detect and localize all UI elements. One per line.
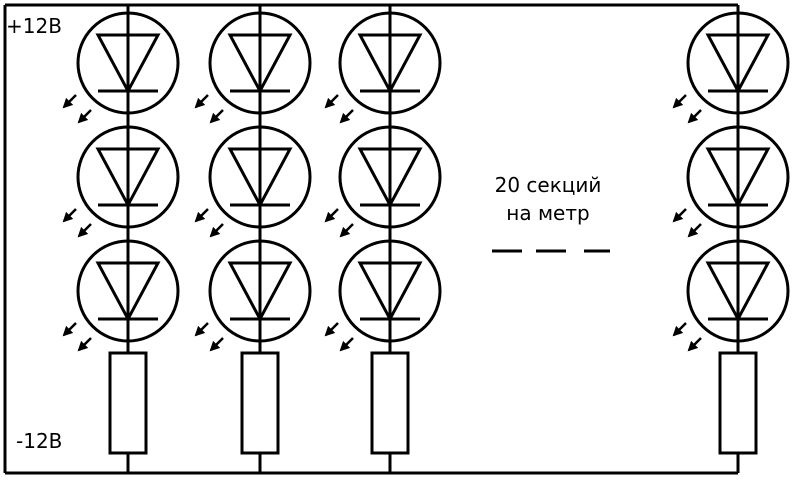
emission-arrow xyxy=(339,223,354,238)
led-diode-icon xyxy=(208,125,312,229)
led-diode-icon xyxy=(76,11,180,115)
emission-arrow xyxy=(209,337,224,352)
led-diode-icon xyxy=(686,239,790,343)
light-emission-arrows-icon xyxy=(62,208,92,238)
light-emission-arrows-icon xyxy=(672,94,702,124)
diode-triangle xyxy=(95,261,161,323)
emission-arrow xyxy=(324,94,339,109)
emission-arrow xyxy=(77,337,92,352)
emission-arrow xyxy=(339,337,354,352)
emission-arrow xyxy=(194,322,209,337)
led-diode-icon xyxy=(686,125,790,229)
diode-triangle xyxy=(95,33,161,95)
led-diode-icon xyxy=(76,125,180,229)
light-emission-arrows-icon xyxy=(672,322,702,352)
led-section-3 xyxy=(324,5,442,473)
led-diode-icon xyxy=(338,11,442,115)
led-section-1 xyxy=(62,5,180,473)
led-diode-icon xyxy=(208,11,312,115)
diode-triangle xyxy=(227,147,293,209)
resistor-icon xyxy=(370,351,410,455)
light-emission-arrows-icon xyxy=(672,208,702,238)
light-emission-arrows-icon xyxy=(194,208,224,238)
diode-triangle xyxy=(227,33,293,95)
led-section-4 xyxy=(672,5,790,473)
emission-arrow xyxy=(339,109,354,124)
led-section-2 xyxy=(194,5,312,473)
light-emission-arrows-icon xyxy=(324,322,354,352)
led-diode-icon xyxy=(686,11,790,115)
led-sections xyxy=(62,5,790,473)
emission-arrow xyxy=(672,322,687,337)
light-emission-arrows-icon xyxy=(62,322,92,352)
emission-arrow xyxy=(687,109,702,124)
emission-arrow xyxy=(672,208,687,223)
led-diode-icon xyxy=(338,125,442,229)
negative-rail-label: -12В xyxy=(16,429,62,453)
emission-arrow xyxy=(194,94,209,109)
led-diode-icon xyxy=(208,239,312,343)
emission-arrow xyxy=(62,322,77,337)
resistor-icon xyxy=(108,351,148,455)
emission-arrow xyxy=(194,208,209,223)
light-emission-arrows-icon xyxy=(194,94,224,124)
light-emission-arrows-icon xyxy=(324,94,354,124)
light-emission-arrows-icon xyxy=(62,94,92,124)
diode-triangle xyxy=(95,147,161,209)
diode-triangle xyxy=(357,33,423,95)
diode-triangle xyxy=(705,261,771,323)
emission-arrow xyxy=(687,337,702,352)
resistor-icon xyxy=(718,351,758,455)
emission-arrow xyxy=(324,322,339,337)
emission-arrow xyxy=(77,223,92,238)
led-diode-icon xyxy=(76,239,180,343)
led-diode-icon xyxy=(338,239,442,343)
emission-arrow xyxy=(672,94,687,109)
emission-arrow xyxy=(77,109,92,124)
diode-triangle xyxy=(705,147,771,209)
resistor-icon xyxy=(240,351,280,455)
light-emission-arrows-icon xyxy=(324,208,354,238)
sections-per-meter-line1: 20 секций xyxy=(495,173,602,197)
diode-triangle xyxy=(227,261,293,323)
diode-triangle xyxy=(357,147,423,209)
emission-arrow xyxy=(209,223,224,238)
light-emission-arrows-icon xyxy=(194,322,224,352)
emission-arrow xyxy=(324,208,339,223)
sections-per-meter-line2: на метр xyxy=(506,201,589,225)
emission-arrow xyxy=(209,109,224,124)
diode-triangle xyxy=(357,261,423,323)
positive-rail-label: +12В xyxy=(6,14,62,38)
emission-arrow xyxy=(62,94,77,109)
diode-triangle xyxy=(705,33,771,95)
emission-arrow xyxy=(62,208,77,223)
emission-arrow xyxy=(687,223,702,238)
